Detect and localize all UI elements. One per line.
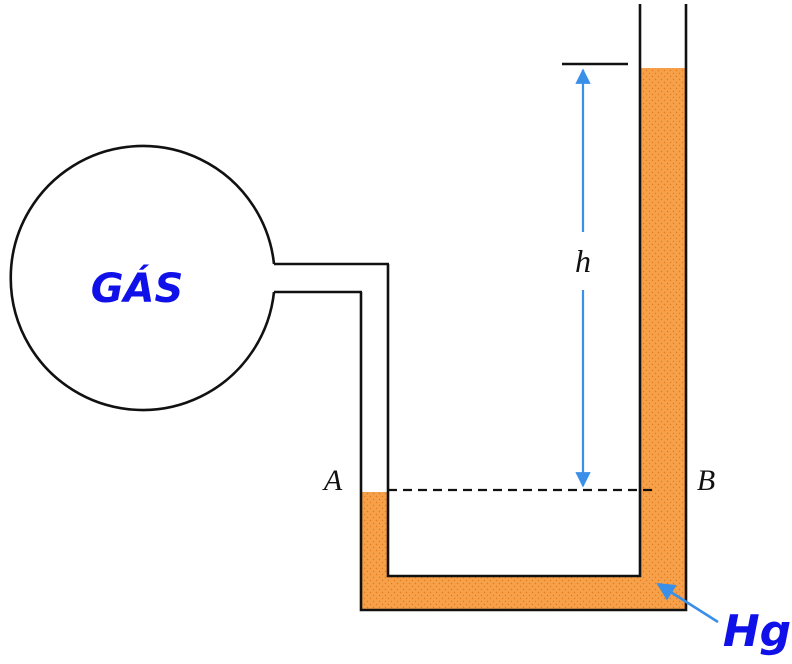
mercury-column (361, 68, 686, 610)
u-tube-outer-wall (359, 4, 688, 612)
mercury-label: Hg (723, 606, 791, 657)
gas-label: GÁS (91, 264, 184, 312)
gas-bulb (9, 144, 276, 412)
hg-pointer-arrow (656, 582, 719, 624)
point-b-label: B (697, 464, 715, 497)
height-label: h (575, 243, 591, 279)
point-a-label: A (322, 464, 343, 497)
u-tube-inner-wall (386, 4, 642, 578)
